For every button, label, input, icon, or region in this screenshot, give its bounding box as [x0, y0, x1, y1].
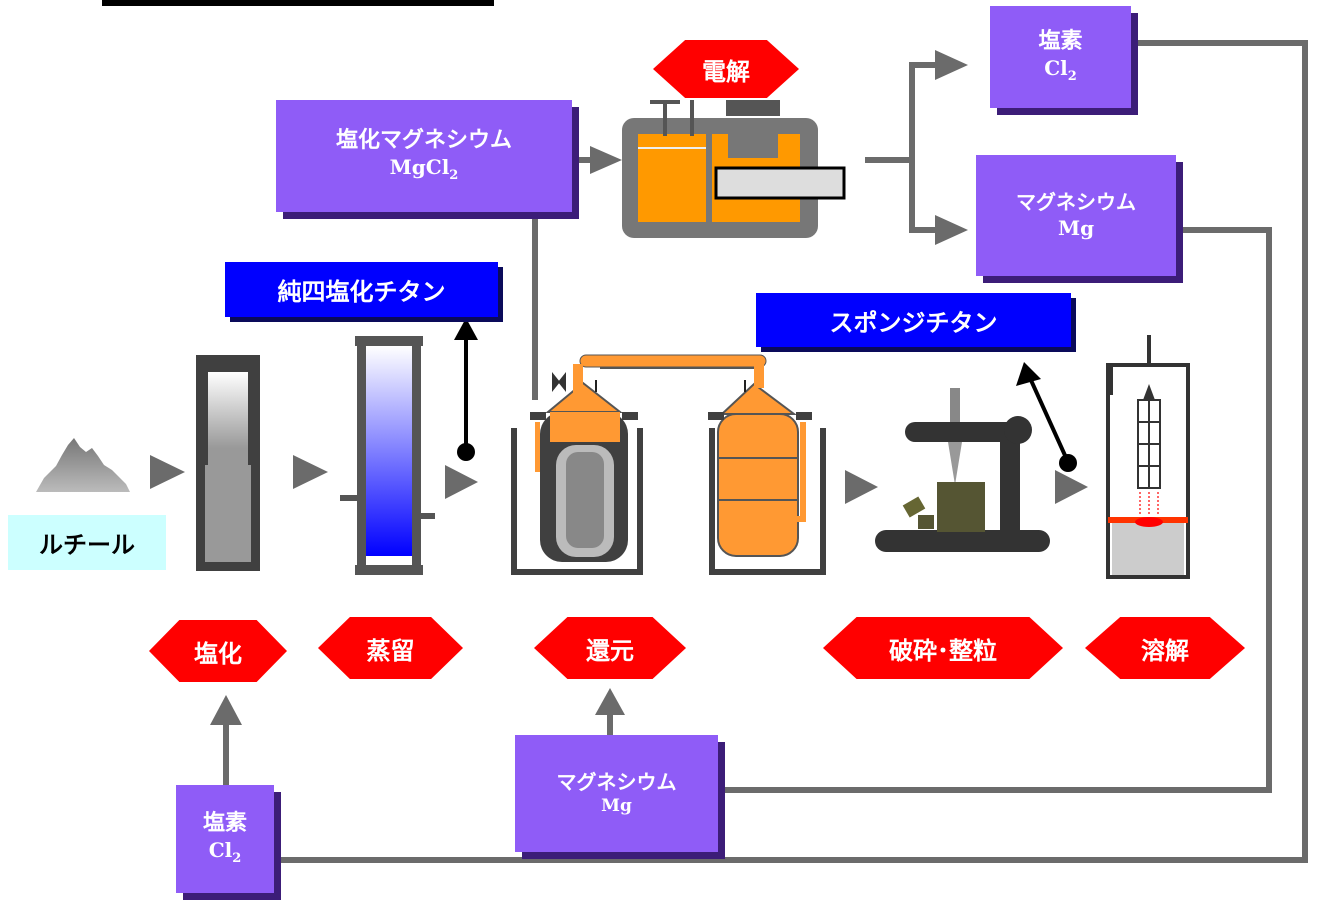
- arrowhead-to-reduction: [595, 688, 625, 715]
- electrolysis-stage: 電解: [653, 40, 799, 98]
- cl2-top-label: 塩素: [1038, 28, 1083, 54]
- cl2-recycle-line: [274, 40, 1308, 863]
- mg-bottom-formula: Mg: [601, 795, 632, 816]
- mg-top-label: マグネシウム: [1016, 190, 1136, 214]
- rutile-pile: [36, 438, 130, 492]
- arrowheads: [150, 50, 1088, 725]
- arrowhead-to-cl2: [935, 50, 968, 80]
- cl2-bottom-box: 塩素 Cl2: [176, 785, 274, 893]
- split-line-up: [909, 62, 940, 160]
- electrolysis-cell: [622, 100, 846, 238]
- rutile-label: ルチール: [8, 515, 166, 570]
- crushing-stage: 破砕･整粒: [823, 617, 1063, 679]
- melting-furnace: [1106, 335, 1190, 579]
- mg-recycle-line: [718, 227, 1272, 793]
- process-arrow-3: [445, 465, 478, 499]
- process-arrow-4: [845, 470, 878, 504]
- crusher-press: [875, 388, 1050, 552]
- distillation-column: [340, 336, 435, 575]
- arrowhead-to-chlorination: [210, 695, 242, 725]
- mg-top-formula: Mg: [1057, 216, 1095, 240]
- mgcl2-formula: MgCl2: [389, 155, 459, 184]
- arrowhead-to-electrolysis: [590, 146, 622, 174]
- cl2-top-formula: Cl2: [1044, 56, 1077, 85]
- cl2-top-box: 塩素 Cl2: [990, 6, 1131, 108]
- cl2-bottom-label: 塩素: [202, 810, 247, 836]
- recycle-lines: [223, 40, 1308, 863]
- reduction-apparatus: [511, 354, 826, 575]
- chlorination-furnace: [196, 355, 260, 571]
- reduction-stage: 還元: [534, 617, 686, 679]
- mgcl2-label: 塩化マグネシウム: [335, 127, 512, 153]
- process-arrow-1: [150, 455, 185, 489]
- chlorination-stage: 塩化: [149, 620, 287, 682]
- mg-bottom-label: マグネシウム: [556, 769, 677, 794]
- mg-bottom-box: マグネシウム Mg: [515, 735, 718, 852]
- mg-top-box: マグネシウム Mg: [976, 155, 1176, 276]
- process-arrow-2: [293, 455, 328, 489]
- process-arrow-5: [1055, 470, 1088, 504]
- distillation-stage: 蒸留: [318, 617, 463, 679]
- sponge-ti-box: スポンジチタン: [756, 293, 1071, 347]
- arrowhead-to-mg: [935, 215, 968, 245]
- top-rule: [102, 0, 494, 6]
- mgcl2-box: 塩化マグネシウム MgCl2: [276, 100, 572, 212]
- product-arrows: [454, 318, 1077, 472]
- melting-stage: 溶解: [1085, 617, 1245, 679]
- pure-ticl4-box: 純四塩化チタン: [225, 262, 498, 317]
- split-line-down: [909, 160, 940, 233]
- cl2-bottom-formula: Cl2: [208, 838, 242, 867]
